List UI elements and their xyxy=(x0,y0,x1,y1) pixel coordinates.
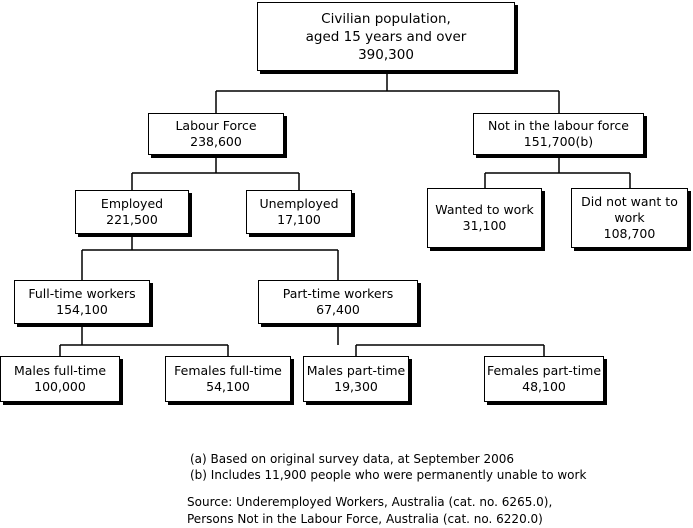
civilian-population-box: Civilian population, aged 15 years and o… xyxy=(257,2,515,71)
node-label: Employed xyxy=(100,196,164,211)
node-value: 67,400 xyxy=(316,302,360,317)
node-value: 48,100 xyxy=(522,379,566,394)
node-value: 108,700 xyxy=(603,226,656,241)
did-not-want-to-work-box: Did not want to work 108,700 xyxy=(571,188,688,248)
males-part-time-box: Males part-time 19,300 xyxy=(303,356,409,402)
node-value: 151,700(b) xyxy=(523,134,594,149)
node-label: Did not want to xyxy=(581,194,678,209)
node-label: Females part-time xyxy=(486,363,602,378)
males-full-time-box: Males full-time 100,000 xyxy=(0,356,120,402)
node-label: Wanted to work xyxy=(435,202,534,217)
node-label: Males part-time xyxy=(306,363,406,378)
node-value: 221,500 xyxy=(106,212,158,227)
footnote-b: (b) Includes 11,900 people who were perm… xyxy=(190,468,587,482)
node-value: 54,100 xyxy=(206,379,250,394)
node-value: 17,100 xyxy=(277,212,321,227)
wanted-to-work-box: Wanted to work 31,100 xyxy=(427,188,542,248)
females-part-time-box: Females part-time 48,100 xyxy=(484,356,604,402)
full-time-workers-box: Full-time workers 154,100 xyxy=(14,280,150,324)
node-value: 390,300 xyxy=(358,46,414,63)
node-label: Males full-time xyxy=(13,363,107,378)
footnote-a: (a) Based on original survey data, at Se… xyxy=(190,452,515,466)
node-label: Labour Force xyxy=(175,118,257,133)
node-value: 154,100 xyxy=(56,302,108,317)
node-label: Part-time workers xyxy=(282,286,394,301)
node-value: 100,000 xyxy=(34,379,86,394)
employed-box: Employed 221,500 xyxy=(75,190,189,234)
node-value: 19,300 xyxy=(334,379,378,394)
node-label: aged 15 years and over xyxy=(305,28,467,45)
part-time-workers-box: Part-time workers 67,400 xyxy=(258,280,418,324)
node-label: work xyxy=(614,210,645,225)
node-label: Not in the labour force xyxy=(488,118,629,133)
node-value: 238,600 xyxy=(190,134,242,149)
labour-force-box: Labour Force 238,600 xyxy=(148,113,284,155)
node-label: Full-time workers xyxy=(28,286,136,301)
not-in-labour-force-box: Not in the labour force 151,700(b) xyxy=(473,113,644,155)
node-label: Civilian population, xyxy=(321,10,451,27)
unemployed-box: Unemployed 17,100 xyxy=(246,190,352,234)
females-full-time-box: Females full-time 54,100 xyxy=(165,356,291,402)
node-label: Females full-time xyxy=(174,363,282,378)
source-line-2: Persons Not in the Labour Force, Austral… xyxy=(187,512,543,526)
source-line-1: Source: Underemployed Workers, Australia… xyxy=(187,495,553,509)
node-value: 31,100 xyxy=(462,218,507,233)
node-label: Unemployed xyxy=(259,196,339,211)
